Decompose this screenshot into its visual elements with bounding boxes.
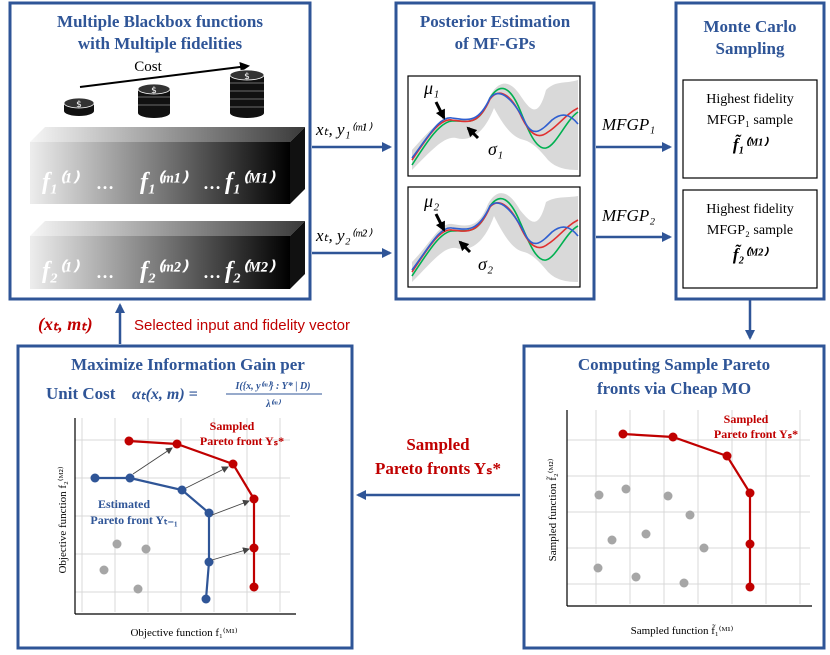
- monte-carlo-title-line1: Monte Carlo: [703, 17, 796, 36]
- cost-arrow: [79, 62, 250, 88]
- pareto-ylabel: Sampled function f̃₂⁽ᴹ²⁾: [545, 458, 559, 561]
- pareto-panel: Computing Sample Pareto fronts via Cheap…: [522, 344, 826, 650]
- sampled-fronts-label-line2: Pareto fronts Yₛ*: [375, 459, 501, 478]
- mc-box1-line3: f̃₁⁽ᴹ¹⁾: [733, 134, 769, 154]
- monte-carlo-title-line2: Sampling: [716, 39, 785, 58]
- gp-plot-2: μ₂ σ₂: [407, 186, 581, 288]
- cost-label: Cost: [134, 59, 162, 75]
- posterior-title-line1: Posterior Estimation: [420, 12, 571, 31]
- pareto-title-line1: Computing Sample Pareto: [578, 355, 770, 374]
- svg-text:$: $: [151, 86, 157, 96]
- acquisition-numerator: I({x, y⁽ᵐ⁾} : Y* | D): [234, 381, 310, 392]
- info-gain-title-line2: Unit Cost: [46, 384, 116, 403]
- gp-1-red-curve: [411, 92, 579, 161]
- fidelity-bar-2: f₂⁽¹⁾ … f₂⁽ᵐ²⁾ … f₂⁽ᴹ²⁾: [30, 221, 305, 289]
- pareto-front-line: [622, 432, 752, 587]
- row1-dots1: …: [96, 173, 114, 193]
- mc-box2-line1: Highest fidelity: [706, 202, 794, 217]
- gp-2-mu-label: μ₂: [423, 191, 439, 211]
- gp-1-uncertainty-band: [412, 80, 578, 170]
- info-gain-panel: Maximize Information Gain per Unit Cost …: [16, 344, 354, 650]
- sampled-fronts-label-line1: Sampled: [406, 435, 470, 454]
- mc-box2-line2: MFGP₂ sample: [707, 223, 793, 238]
- row2-dots1: …: [96, 262, 114, 282]
- estimated-front-line: [95, 476, 211, 600]
- monte-carlo-panel: Monte Carlo Sampling Highest fidelity MF…: [674, 1, 826, 301]
- mapping-arrows: [132, 447, 250, 561]
- row2-f-mid: f₂⁽ᵐ²⁾: [140, 258, 189, 284]
- svg-text:$: $: [76, 100, 82, 110]
- info-gain-observed-points: [99, 539, 151, 594]
- pareto-xlabel: Sampled function f̃₁⁽ᴹ¹⁾: [631, 623, 734, 637]
- blackbox-title-line1: Multiple Blackbox functions: [57, 12, 263, 31]
- gp-2-sigma-label: σ₂: [478, 254, 493, 274]
- ig-estimated-label-line1: Estimated: [98, 497, 150, 511]
- info-gain-plot: Sampled Pareto front Yₛ* Estimated Paret…: [57, 418, 296, 639]
- gp-1-sigma-arrow: [466, 126, 480, 140]
- gp-2-mu-arrow: [434, 213, 446, 232]
- pareto-title-line2: fronts via Cheap MO: [597, 379, 751, 398]
- pareto-plot: Sampled Pareto front Yₛ* Sampled functio…: [545, 410, 812, 637]
- row1-f-last: f₁⁽ᴹ¹⁾: [225, 169, 276, 195]
- posterior-panel: Posterior Estimation of MF-GPs μ₁ σ₁ μ₂ …: [394, 1, 596, 301]
- ig-estimated-label-line2: Pareto front Yₜ₋₁: [90, 513, 178, 527]
- gp-1-green-curve: [411, 87, 579, 166]
- info-gain-title-line1: Maximize Information Gain per: [71, 355, 305, 374]
- selected-symbol: (xₜ, mₜ): [38, 314, 93, 335]
- row1-f-first: f₁⁽¹⁾: [42, 169, 80, 195]
- gp-1-mu-arrow: [434, 101, 446, 120]
- coin-stack-small-icon: $: [63, 97, 95, 116]
- gp-2-sigma-arrow: [458, 240, 472, 254]
- blackbox-panel: Multiple Blackbox functions with Multipl…: [8, 1, 312, 301]
- posterior-title-line2: of MF-GPs: [455, 34, 536, 53]
- selected-text: Selected input and fidelity vector: [134, 317, 350, 334]
- coin-stack-medium-icon: $: [137, 83, 171, 118]
- coin-stack-large-icon: $: [229, 69, 265, 118]
- ig-ylabel: Objective function f₂⁽ᴹ²⁾: [57, 466, 69, 573]
- acquisition-alpha: αₜ(x, m) =: [132, 386, 198, 403]
- row2-f-first: f₂⁽¹⁾: [42, 258, 80, 284]
- label-to-posterior-1: xₜ, y₁⁽ᵐ¹⁾: [315, 120, 373, 139]
- sampled-front-points: [124, 436, 259, 592]
- acquisition-denominator: λ⁽ᵐ⁾: [265, 399, 281, 410]
- mc-box1-line2: MFGP₁ sample: [707, 113, 793, 128]
- fidelity-bar-1: f₁⁽¹⁾ … f₁⁽ᵐ¹⁾ … f₁⁽ᴹ¹⁾: [30, 127, 305, 204]
- sampled-front-line: [128, 439, 256, 587]
- mc-box2-line3: f̃₂⁽ᴹ²⁾: [733, 244, 769, 264]
- label-to-mc-1: MFGP₁: [601, 115, 655, 134]
- ig-xlabel: Objective function f₁⁽ᴹ¹⁾: [130, 627, 237, 639]
- estimated-front-points: [90, 473, 214, 604]
- row2-dots2: …: [203, 262, 221, 282]
- pareto-sample-points: [593, 484, 709, 588]
- gp-1-sigma-label: σ₁: [488, 139, 503, 159]
- row1-f-mid: f₁⁽ᵐ¹⁾: [140, 169, 189, 195]
- pareto-sampled-label-line2: Pareto front Yₛ*: [714, 427, 798, 441]
- row1-dots2: …: [203, 173, 221, 193]
- ig-sampled-label-line2: Pareto front Yₛ*: [200, 434, 284, 448]
- label-to-posterior-2: xₜ, y₂⁽ᵐ²⁾: [315, 226, 373, 245]
- ig-sampled-label-line1: Sampled: [210, 419, 255, 433]
- gp-2-blue-curve: [411, 202, 579, 271]
- mc-sample-box-1: Highest fidelity MFGP₁ sample f̃₁⁽ᴹ¹⁾: [682, 79, 818, 179]
- gp-plot-1: μ₁ σ₁: [407, 75, 581, 177]
- pareto-sampled-label-line1: Sampled: [724, 412, 769, 426]
- mc-box1-line1: Highest fidelity: [706, 92, 794, 107]
- blackbox-title-line2: with Multiple fidelities: [78, 34, 243, 53]
- gp-2-uncertainty-band: [412, 193, 578, 282]
- svg-text:$: $: [244, 72, 250, 82]
- pareto-front-points: [618, 429, 755, 592]
- info-gain-panel-frame: [16, 344, 354, 650]
- gp-1-mu-label: μ₁: [423, 78, 439, 98]
- row2-f-last: f₂⁽ᴹ²⁾: [225, 258, 276, 284]
- label-to-mc-2: MFGP₂: [601, 206, 655, 225]
- mc-sample-box-2: Highest fidelity MFGP₂ sample f̃₂⁽ᴹ²⁾: [682, 189, 818, 289]
- pareto-panel-frame: [522, 344, 826, 650]
- gp-2-green-curve: [411, 197, 579, 277]
- gp-1-blue-curve: [411, 92, 579, 159]
